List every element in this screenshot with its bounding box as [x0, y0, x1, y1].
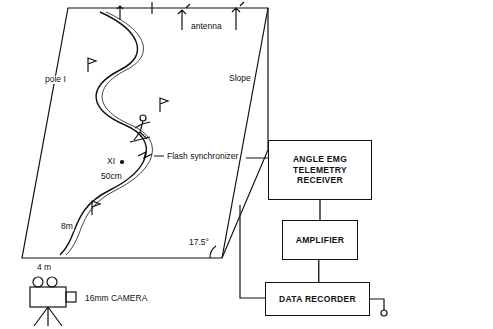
figure-label: 8m — [60, 222, 74, 231]
photocell — [121, 161, 124, 164]
figure-label: Flash synchronizer — [166, 152, 239, 161]
ski-track — [66, 12, 152, 255]
film-camera — [30, 277, 76, 326]
figure-label: Slope — [228, 74, 252, 83]
figure-label: 4 m — [36, 263, 52, 272]
microphone-symbol — [381, 310, 387, 316]
box-label: ANGLE EMG TELEMETRY RECEIVER — [275, 154, 365, 186]
gate-poles — [88, 2, 168, 215]
box-label: AMPLIFIER — [296, 235, 345, 246]
signal-wire — [240, 205, 265, 298]
process-box: DATA RECORDER — [265, 282, 370, 316]
angle-arc — [210, 246, 216, 258]
signal-connector — [318, 260, 319, 282]
figure-label: 17.5° — [188, 238, 210, 247]
figure-label: pole I — [44, 75, 67, 84]
skier-figure — [130, 115, 150, 142]
signal-connector — [319, 200, 320, 220]
figure-label: 50cm — [100, 172, 123, 181]
process-box: AMPLIFIER — [282, 220, 358, 260]
mic-wire — [370, 299, 384, 310]
figure-label: antenna — [190, 22, 223, 31]
flash-symbol — [138, 152, 152, 158]
figure-label: XI — [106, 157, 116, 166]
figure-label: 16mm CAMERA — [84, 294, 148, 303]
slope-edge — [222, 8, 268, 258]
antenna-symbol — [117, 2, 244, 30]
ski-track — [60, 12, 146, 255]
process-box: ANGLE EMG TELEMETRY RECEIVER — [268, 140, 372, 200]
slope-outline — [22, 8, 268, 258]
box-label: DATA RECORDER — [279, 294, 356, 305]
